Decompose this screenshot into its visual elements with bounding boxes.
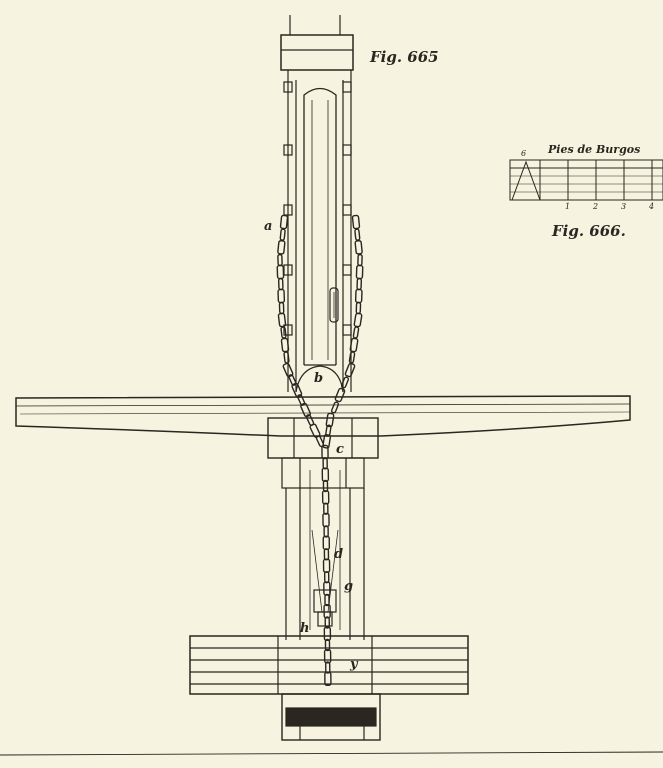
chain-link-right (325, 424, 332, 437)
chain-link-right (341, 376, 349, 389)
chain-link-center (323, 626, 332, 641)
chain-link-right (355, 301, 362, 315)
scale-tick-4: 4 (649, 202, 655, 211)
chain-link-right (353, 312, 363, 328)
label-y: y (350, 657, 358, 672)
chain-link-center (324, 593, 330, 607)
chain-link-right (334, 387, 346, 403)
chain-link-center (323, 604, 331, 619)
lower-plank-bundle (189, 635, 469, 741)
chain-link-left (300, 402, 312, 418)
chain-link-right (352, 326, 360, 339)
label-g: g (344, 579, 354, 594)
scale-bar (509, 159, 663, 201)
chain-link-right (356, 277, 363, 291)
chain-link-center (323, 548, 330, 561)
chain-link-left (277, 288, 286, 304)
chain-link-left (279, 214, 289, 230)
chain-link-center (322, 479, 329, 493)
scale-tick-3: 3 (621, 202, 627, 211)
lower-mast (285, 470, 365, 640)
chain-link-center (323, 525, 329, 538)
chain-link-center (324, 671, 332, 686)
chain-link-center (322, 512, 330, 528)
chain-link-left (283, 351, 290, 364)
upper-mast (280, 15, 354, 393)
scale-label: Pies de Burgos (548, 143, 641, 156)
chain-link-right (344, 362, 356, 378)
chain-link-left (277, 277, 284, 291)
label-c: c (336, 442, 344, 457)
chain-link-right (354, 228, 361, 241)
chain-link-center (322, 558, 331, 573)
chain-link-center (325, 661, 331, 674)
chain-link-center (324, 638, 331, 652)
chain-link-center (323, 502, 329, 515)
scale-tick-2: 2 (593, 202, 599, 211)
chain-link-right (331, 401, 339, 414)
label-b: b (314, 371, 324, 386)
chain-link-left (278, 301, 285, 315)
chain-link-right (354, 288, 363, 304)
chain-link-left (291, 382, 303, 398)
chain-link-center (321, 490, 330, 505)
chain-link-left (297, 394, 306, 406)
chain-link-center (323, 570, 330, 584)
chain-link-left (288, 374, 297, 386)
chain-link-left (277, 253, 283, 267)
chain-link-right (354, 240, 363, 255)
chain-link-center (323, 581, 331, 596)
scale-tick-6: 6 (521, 149, 527, 158)
scale-tick-1: 1 (565, 202, 571, 211)
chain-link-right (357, 253, 363, 267)
chain-link-center (322, 457, 328, 470)
label-h: h (300, 621, 310, 636)
chain-links (276, 214, 364, 686)
chain-link-right (355, 264, 364, 280)
label-d: d (334, 547, 344, 562)
chain-link-center (321, 467, 330, 482)
chain-link-center (322, 535, 331, 551)
chain-link-right (348, 351, 356, 364)
chain-link-center (323, 649, 332, 664)
ground-line (0, 751, 663, 756)
figure-665-title: Fig. 665 (370, 48, 439, 66)
chain-link-right (351, 214, 361, 230)
chain-link-right (322, 434, 332, 449)
chain-link-left (276, 264, 285, 280)
figure-666-title: Fig. 666. (552, 222, 626, 240)
chain-link-right (325, 412, 335, 428)
chain-link-center (324, 616, 330, 629)
label-a: a (264, 219, 273, 234)
chain-link-left (282, 362, 294, 378)
chain-link-left (279, 228, 286, 241)
chain-link-left (277, 240, 286, 255)
